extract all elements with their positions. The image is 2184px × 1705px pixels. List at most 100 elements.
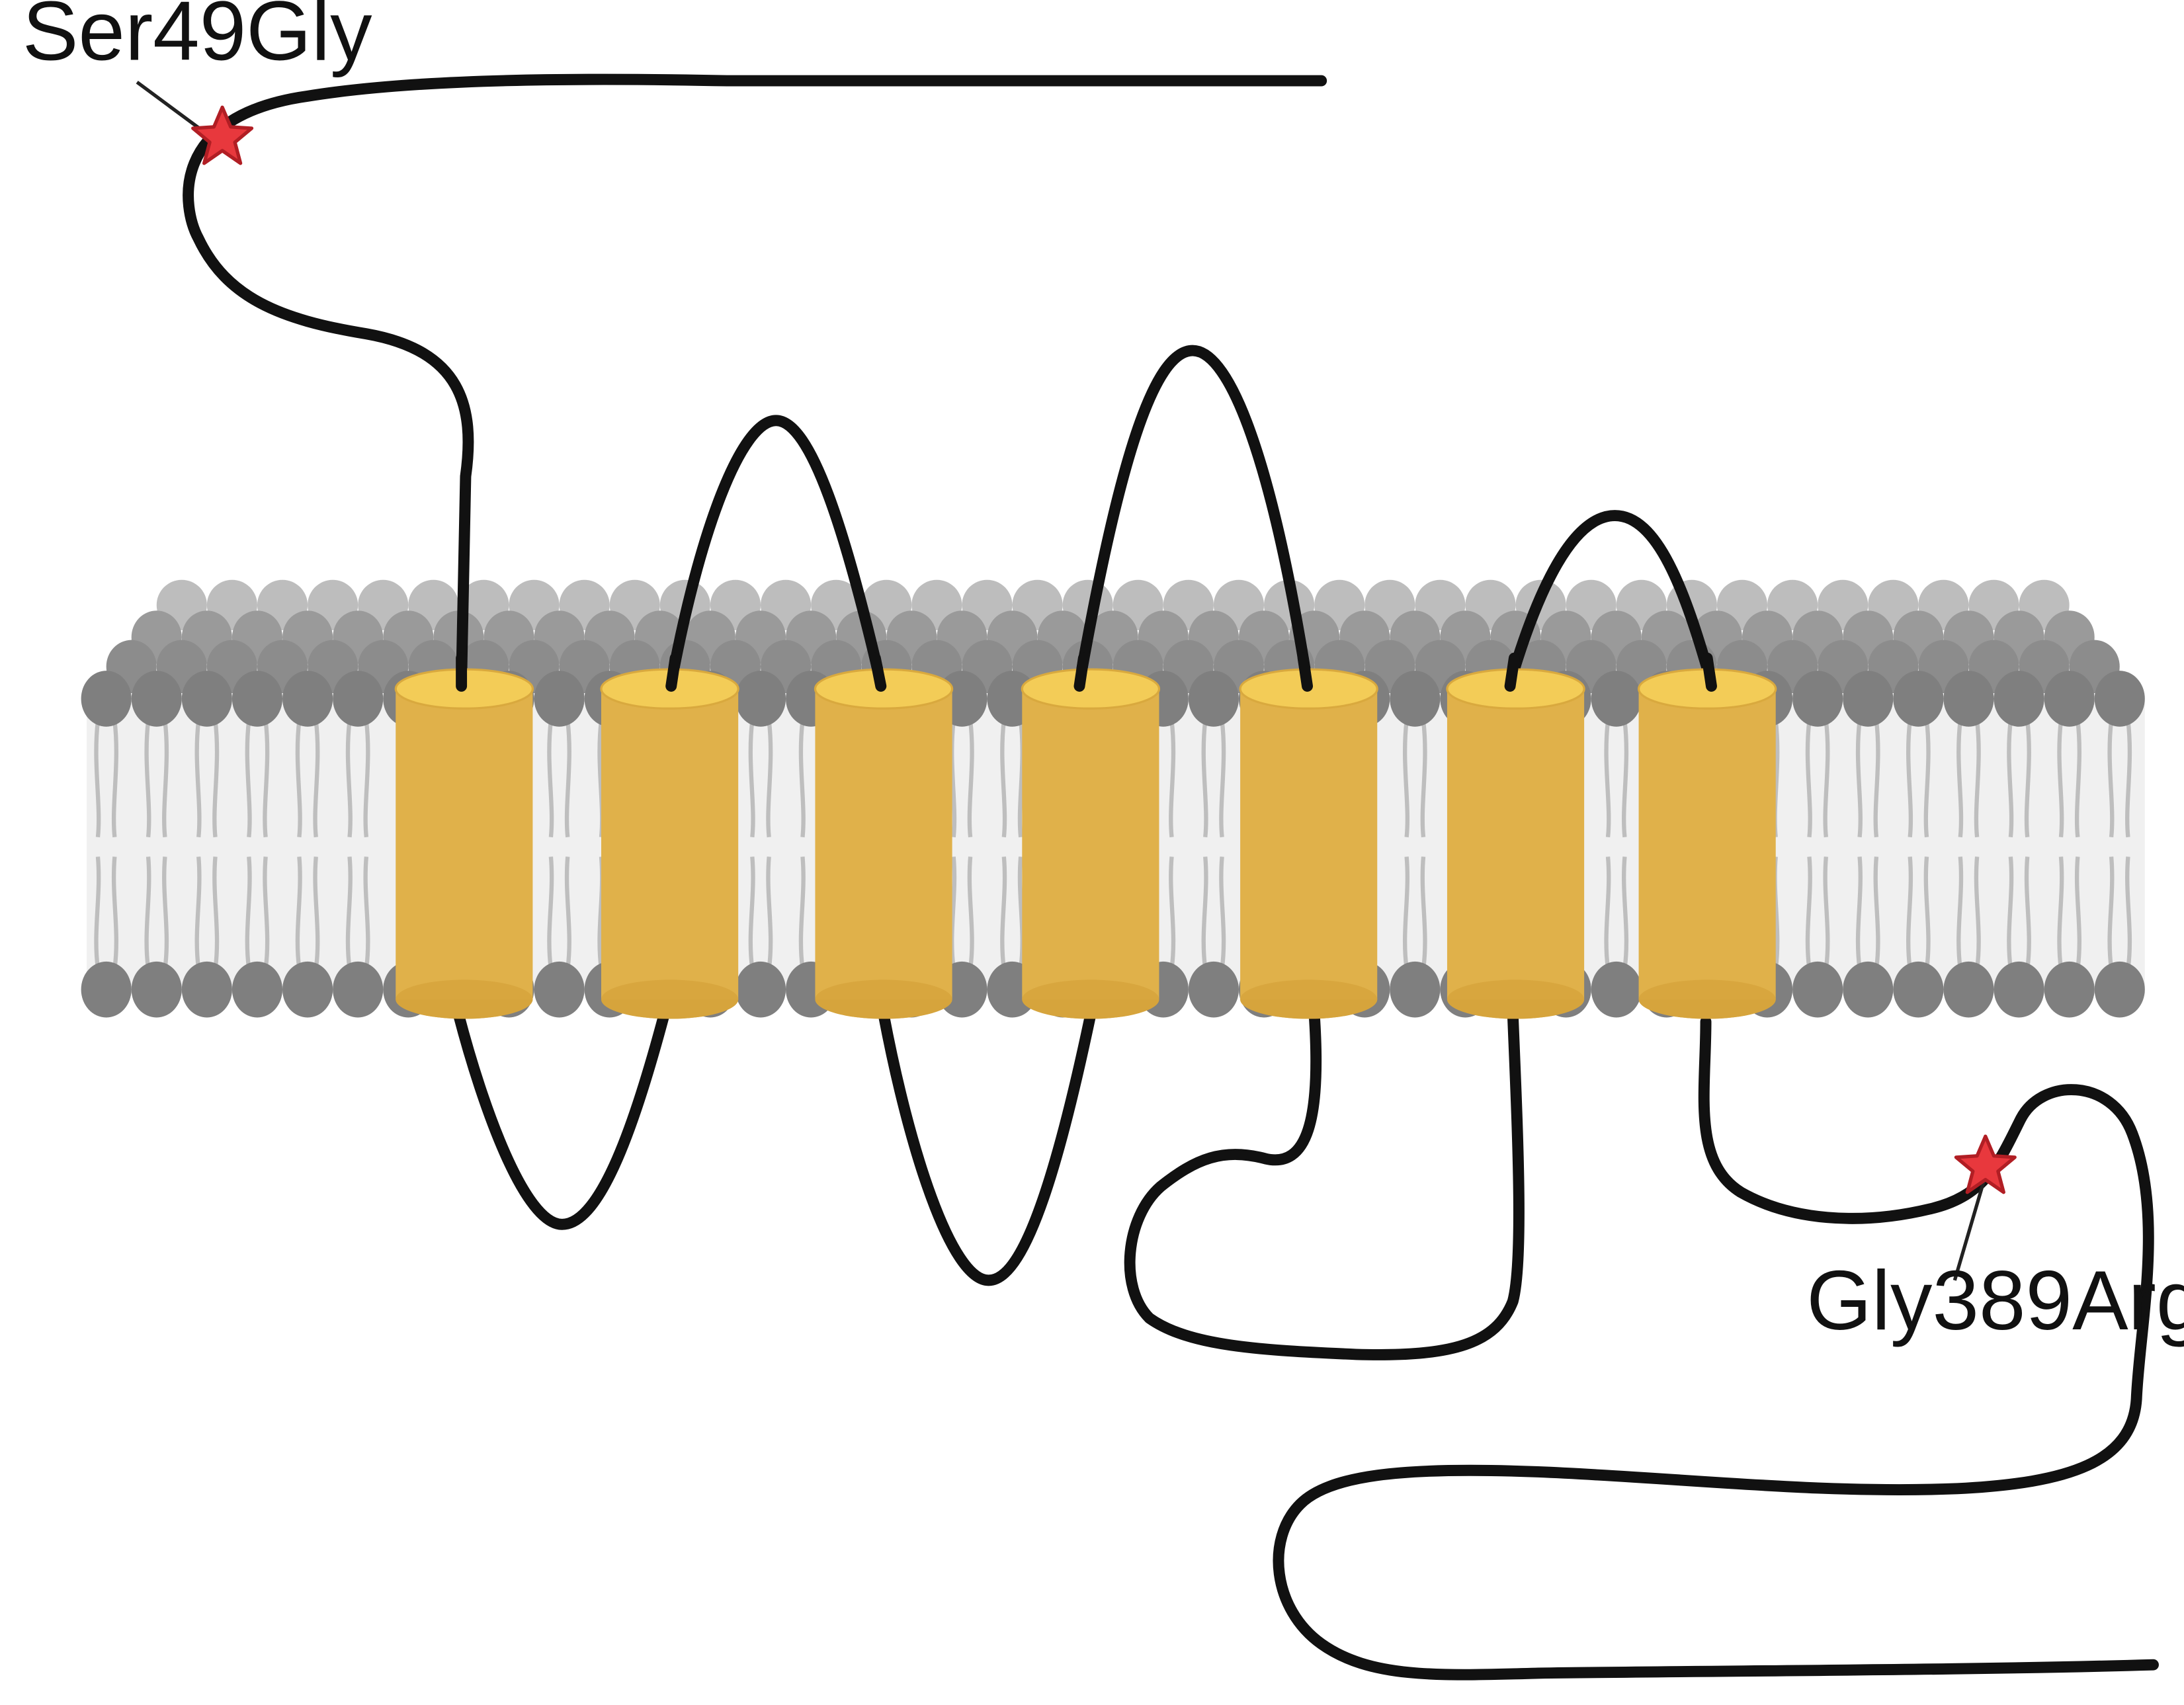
lipid-tail [1855,720,1863,838]
lipid-tail [1906,856,1913,969]
transmembrane-helix-7 [1637,668,1777,1019]
transmembrane-helices [394,668,1777,1019]
lipid-tail [564,720,571,838]
lipid-tail [363,856,370,969]
lipid-tail [263,856,270,969]
lipid-tail [212,856,220,969]
lipid-head [181,671,232,727]
lipid-tail [748,720,755,838]
helix-body [815,688,952,999]
lipid-tail [2007,856,2014,969]
transmembrane-helix-5 [1239,668,1378,1019]
tm3-entry [869,652,887,692]
lipid-tail [2007,720,2014,838]
helix-entry-stubs [456,652,1717,692]
lipid-tail [1402,856,1410,969]
lipid-tail [766,856,773,969]
intracellular-loop-2 [878,1009,1097,1286]
lipid-tail [295,856,302,969]
extracellular-loop-3 [1504,510,1717,689]
lipid-head [1893,671,1944,727]
lipid-head [131,671,182,727]
mutation-label-gly389arg: Gly389Arg [1806,1253,2184,1347]
lipid-head [735,961,786,1018]
lipid-tail [144,856,151,969]
lipid-tail [1420,856,1427,969]
lipid-tail [1855,856,1863,969]
lipid-head [1591,671,1642,727]
lipid-head [1943,671,1994,727]
lipid-head [282,961,333,1018]
lipid-tail [1000,856,1007,969]
helix-body [396,688,533,999]
mutation-leader-line [1953,1175,1988,1281]
lipid-head [1843,961,1894,1018]
tm6-entry [1504,652,1520,692]
lipid-tail [766,720,773,838]
lipid-tail [345,720,353,838]
lipid-tail [798,720,806,838]
lipid-head [1390,671,1441,727]
mutation-ser49gly: Ser49Gly [22,0,372,165]
lipid-tail [94,720,101,838]
helix-bottom-rim [815,979,952,1019]
helix-bottom-rim [396,979,533,1019]
helix-bottom-rim [601,979,739,1019]
lipid-tail [1402,720,1410,838]
lipid-tail [363,720,370,838]
helix-cap [1021,668,1161,710]
helix-bottom-rim [1022,979,1159,1019]
lipid-head [2044,671,2095,727]
n-terminus-chain [183,73,1327,689]
lipid-head [81,671,132,727]
lipid-tail [1974,856,1981,969]
lipid-head [1188,671,1239,727]
protein-backbone [183,73,2159,1681]
lipid-tail [1805,856,1812,969]
lipid-head [1994,671,2044,727]
lipid-tail [1956,720,1964,838]
lipid-tail [144,720,151,838]
lipid-head [81,961,132,1018]
lipid-tail [1873,720,1880,838]
lipid-head [534,671,585,727]
lipid-tail [1873,856,1880,969]
lipid-head [131,961,182,1018]
lipid-tail [313,720,320,838]
lipid-tail [212,720,220,838]
transmembrane-helix-2 [600,668,739,1019]
lipid-tail [798,856,806,969]
lipid-head [1843,671,1894,727]
helix-bottom-rim [1638,979,1776,1019]
lipid-tail [263,720,270,838]
lipid-head [333,961,384,1018]
lipid-tail [950,720,957,838]
lipid-head [2094,961,2145,1018]
lipid-tail [1622,856,1629,969]
lipid-tail [1823,720,1830,838]
helix-body [1022,688,1159,999]
extracellular-loop-2 [1073,345,1314,689]
lipid-tail [345,856,353,969]
lipid-tail [111,856,118,969]
lipid-tail [967,856,974,969]
lipid-tail [547,720,554,838]
helix-body [601,688,739,999]
lipid-tail [1169,856,1176,969]
lipid-tail [1622,720,1629,838]
tm2-entry [665,652,681,692]
lipid-tail [2107,720,2115,838]
lipid-tail [564,856,571,969]
helix-body [1240,688,1378,999]
lipid-tail [2125,856,2132,969]
lipid-tail [1923,720,1931,838]
lipid-tail [1604,720,1611,838]
lipid-tail [1956,856,1964,969]
transmembrane-helix-1 [394,668,534,1019]
lipid-tail [1201,720,1208,838]
lipid-tail [547,856,554,969]
transmembrane-helix-4 [1021,668,1161,1019]
lipid-tail [162,720,169,838]
extracellular-loop-1 [665,415,887,689]
